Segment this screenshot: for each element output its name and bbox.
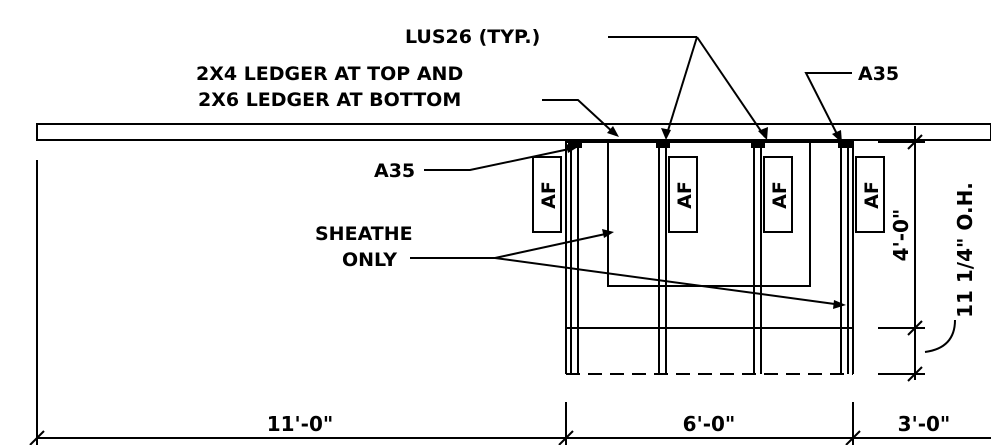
dimension-height: 4'-0" [889, 209, 913, 262]
sheathing-area [607, 141, 811, 287]
leader-ledger [542, 99, 619, 137]
leader-a35-left [424, 144, 578, 171]
horizontal-dimension [29, 402, 991, 445]
callout-a35-left: A35 [374, 160, 415, 182]
callout-lus26: LUS26 (TYP.) [405, 26, 540, 48]
callout-sheathe-line2: ONLY [342, 249, 397, 271]
af-panel-3-label: AF [769, 181, 791, 209]
callout-ledger-line1: 2X4 LEDGER AT TOP AND [196, 63, 463, 85]
joist-hangers [568, 142, 852, 148]
callout-a35-right: A35 [858, 63, 899, 85]
leader-a35-right [804, 72, 852, 143]
af-panel-2-label: AF [674, 181, 696, 209]
af-panel-3: AF [763, 156, 793, 233]
overhang-leader [924, 319, 956, 353]
dimension-middle: 6'-0" [683, 412, 736, 436]
vertical-dimension [878, 126, 925, 382]
af-panel-2: AF [668, 156, 698, 233]
joists [570, 145, 849, 374]
leader-lus26 [608, 36, 768, 140]
top-ledger-beam [36, 123, 991, 141]
af-panel-4-label: AF [861, 181, 883, 209]
dimension-left: 11'-0" [267, 412, 334, 436]
af-panel-1-label: AF [538, 181, 560, 209]
callout-ledger-line2: 2X6 LEDGER AT BOTTOM [198, 89, 461, 111]
dimension-overhang: 11 1/4" O.H. [953, 182, 977, 318]
leader-sheathe [410, 229, 846, 309]
callout-sheathe-line1: SHEATHE [315, 223, 413, 245]
af-panel-1: AF [532, 156, 562, 233]
dimension-right: 3'-0" [898, 412, 951, 436]
af-panel-4: AF [855, 156, 885, 233]
